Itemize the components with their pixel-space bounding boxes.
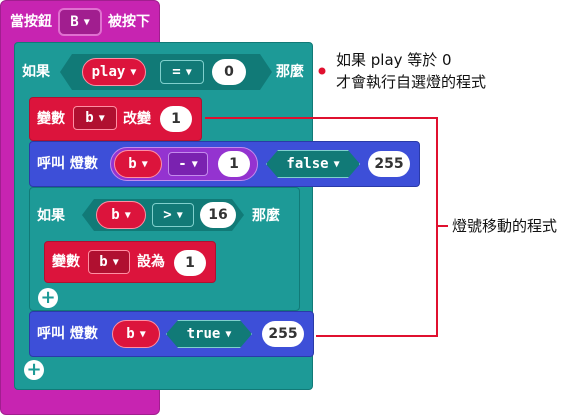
change-var-dropdown[interactable]: b▼: [73, 106, 117, 130]
annotation-note-1: 如果 play 等於 0: [336, 51, 452, 69]
chevron-down-icon: ▼: [130, 66, 137, 78]
annotation-dot: [318, 67, 326, 75]
change-value[interactable]: 1: [160, 106, 192, 132]
set-var-label: 變數: [52, 254, 80, 270]
call2-label: 呼叫 燈數: [37, 326, 98, 342]
play-variable-label: play: [91, 64, 126, 80]
change-action: 改變: [123, 111, 151, 127]
call1-var[interactable]: b▼: [114, 150, 162, 178]
annotation-note-2: 燈號移動的程式: [452, 217, 558, 235]
button-dropdown[interactable]: B▼: [58, 8, 102, 36]
add-else-icon-outer[interactable]: +: [24, 360, 44, 380]
greater-operator[interactable]: >▼: [152, 203, 194, 227]
if2-value[interactable]: 16: [200, 202, 236, 228]
play-variable[interactable]: play ▼: [82, 58, 146, 86]
event-label: 當按鈕: [10, 14, 52, 30]
set-action: 設為: [137, 254, 165, 270]
event-suffix: 被按下: [108, 14, 150, 30]
call1-num[interactable]: 255: [368, 151, 410, 177]
call2-num[interactable]: 255: [262, 321, 304, 347]
if2-var[interactable]: b▼: [96, 201, 146, 229]
annotation-bracket: [205, 117, 438, 337]
button-value: B: [70, 14, 79, 30]
set-var-name: b: [99, 254, 108, 270]
subtract-value[interactable]: 1: [218, 151, 250, 177]
chevron-down-icon: ▼: [83, 16, 90, 28]
if2-then-label: 那麼: [252, 208, 280, 224]
compare-value[interactable]: 0: [212, 59, 246, 85]
chevron-down-icon: ▼: [98, 112, 105, 124]
equals-label: =: [172, 64, 181, 80]
if2-var-label: b: [111, 207, 120, 223]
greater-label: >: [163, 207, 172, 223]
add-else-icon[interactable]: +: [38, 288, 58, 308]
call2-var[interactable]: b▼: [112, 320, 160, 348]
chevron-down-icon: ▼: [185, 66, 192, 78]
true-boolean[interactable]: true ▼: [166, 320, 252, 348]
equals-operator[interactable]: =▼: [160, 60, 204, 84]
true-label: true: [186, 326, 221, 342]
call1-label: 呼叫 燈數: [37, 156, 98, 172]
chevron-down-icon: ▼: [139, 328, 146, 340]
minus-operator[interactable]: -▼: [168, 152, 208, 176]
chevron-down-icon: ▼: [176, 209, 183, 221]
change-var-name: b: [85, 110, 94, 126]
false-boolean[interactable]: false ▼: [266, 150, 360, 178]
chevron-down-icon: ▼: [112, 256, 119, 268]
if2-label: 如果: [37, 208, 65, 224]
set-value[interactable]: 1: [174, 250, 206, 276]
chevron-down-icon: ▼: [333, 158, 340, 170]
minus-label: -: [178, 156, 187, 172]
chevron-down-icon: ▼: [124, 209, 131, 221]
change-var-label: 變數: [37, 111, 65, 127]
then-label: 那麼: [276, 64, 304, 80]
chevron-down-icon: ▼: [225, 328, 232, 340]
if-label: 如果: [22, 64, 50, 80]
set-var-dropdown[interactable]: b▼: [88, 250, 130, 274]
chevron-down-icon: ▼: [141, 158, 148, 170]
set-b-block[interactable]: [44, 241, 216, 283]
false-label: false: [286, 156, 329, 172]
call2-var-label: b: [126, 326, 135, 342]
annotation-note-1b: 才會執行自選燈的程式: [336, 73, 487, 91]
call1-var-label: b: [128, 156, 137, 172]
chevron-down-icon: ▼: [191, 158, 198, 170]
